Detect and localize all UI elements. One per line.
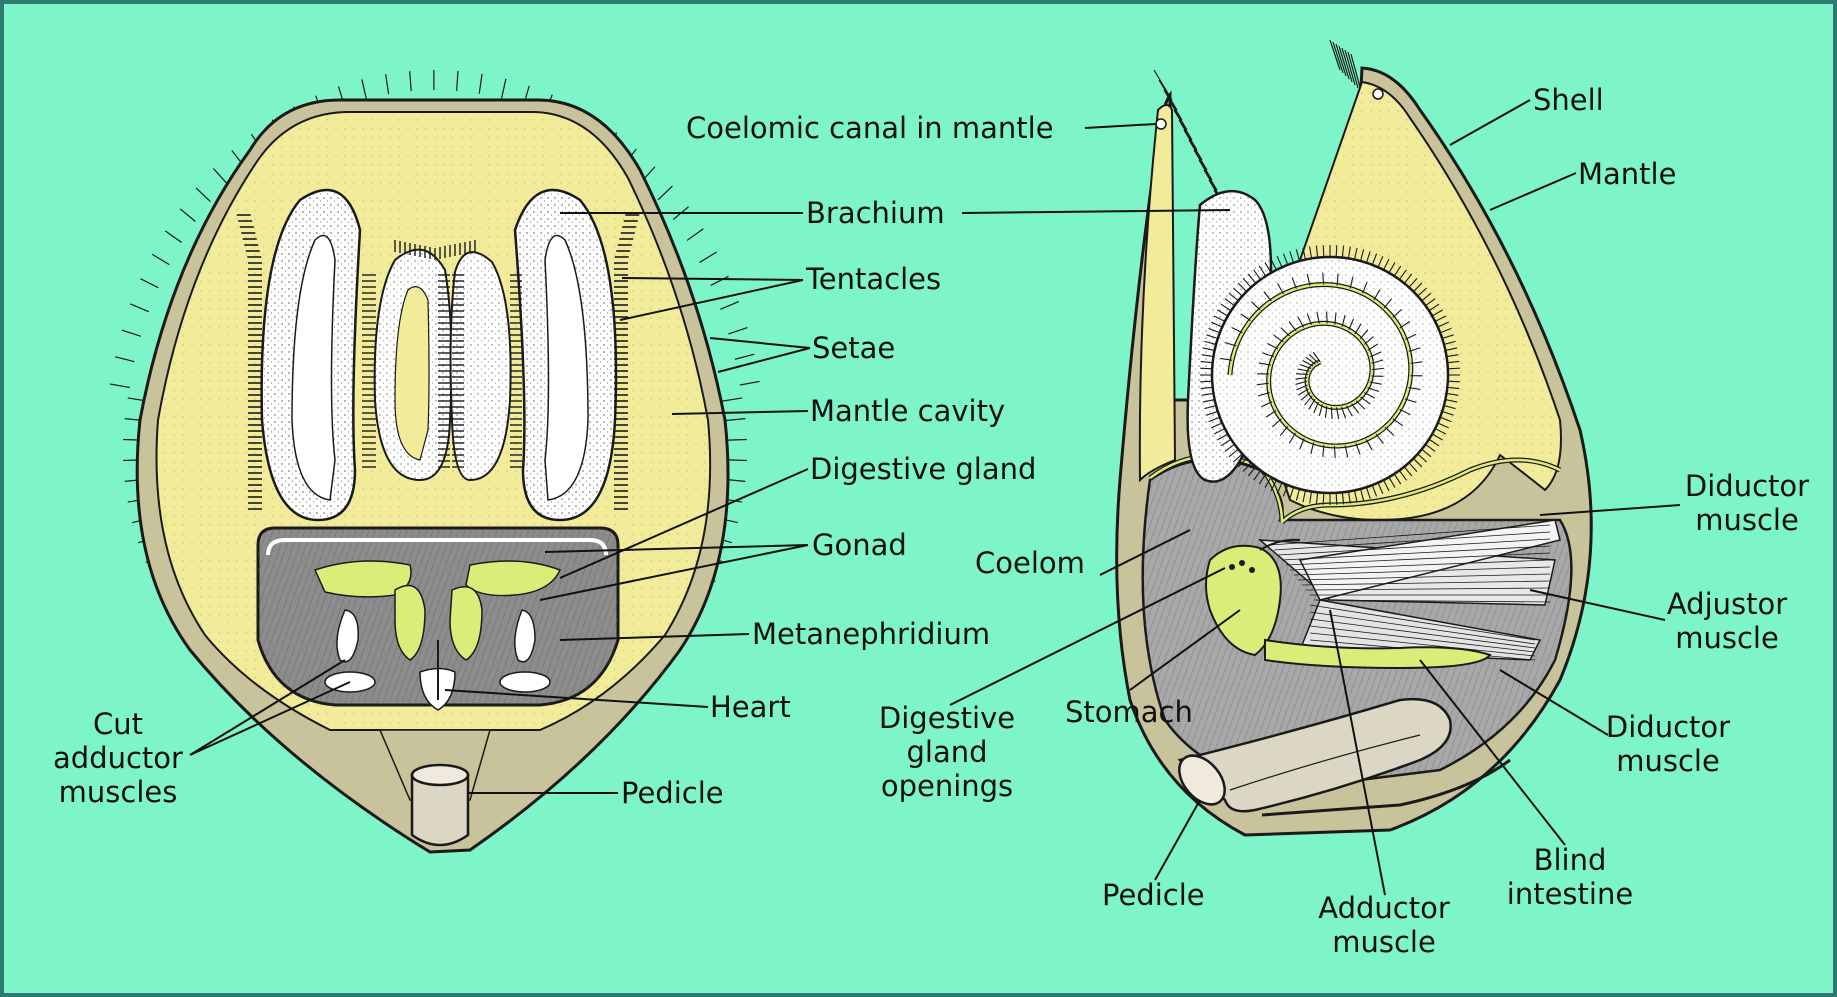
label-mantle: Mantle xyxy=(1578,157,1676,191)
label-gonad: Gonad xyxy=(812,528,907,562)
label-diductor-lower-2: muscle xyxy=(1616,744,1720,778)
label-adductor-1: Adductor xyxy=(1318,891,1450,925)
right-ventral-mantle xyxy=(1140,105,1175,480)
label-blind-intestine-1: Blind xyxy=(1534,843,1607,877)
label-metanephridium: Metanephridium xyxy=(752,617,990,651)
label-coelom: Coelom xyxy=(975,546,1085,580)
label-diductor-lower-1: Diductor xyxy=(1606,710,1730,744)
label-blind-intestine-2: intestine xyxy=(1507,877,1633,911)
label-coelomic-canal: Coelomic canal in mantle xyxy=(686,111,1054,145)
label-pedicle-left: Pedicle xyxy=(621,776,724,810)
label-diductor-upper-2: muscle xyxy=(1695,503,1799,537)
label-digestive-gland: Digestive gland xyxy=(810,452,1036,486)
label-diductor-upper-1: Diductor xyxy=(1685,469,1809,503)
label-cut-1: Cut xyxy=(93,707,143,741)
left-visceral-chamber xyxy=(258,528,618,710)
label-dgo-1: Digestive xyxy=(879,701,1015,735)
label-shell: Shell xyxy=(1533,83,1604,117)
left-pedicle xyxy=(412,765,468,845)
label-adductor-2: muscle xyxy=(1332,925,1436,959)
label-mantle-cavity: Mantle cavity xyxy=(810,394,1005,428)
left-brachiopod-view xyxy=(110,70,760,852)
label-pedicle-right: Pedicle xyxy=(1102,878,1205,912)
label-setae: Setae xyxy=(812,331,895,365)
label-cut-2: adductor xyxy=(53,741,183,775)
label-dgo-2: gland xyxy=(906,735,987,769)
label-adjustor-2: muscle xyxy=(1675,621,1779,655)
right-coelomic-canal xyxy=(1156,119,1166,129)
label-stomach: Stomach xyxy=(1065,695,1193,729)
label-adjustor-1: Adjustor xyxy=(1667,587,1787,621)
label-dgo-3: openings xyxy=(881,769,1013,803)
label-tentacles: Tentacles xyxy=(805,262,941,296)
label-cut-3: muscles xyxy=(59,775,178,809)
label-heart: Heart xyxy=(710,690,791,724)
label-brachium: Brachium xyxy=(806,196,945,230)
